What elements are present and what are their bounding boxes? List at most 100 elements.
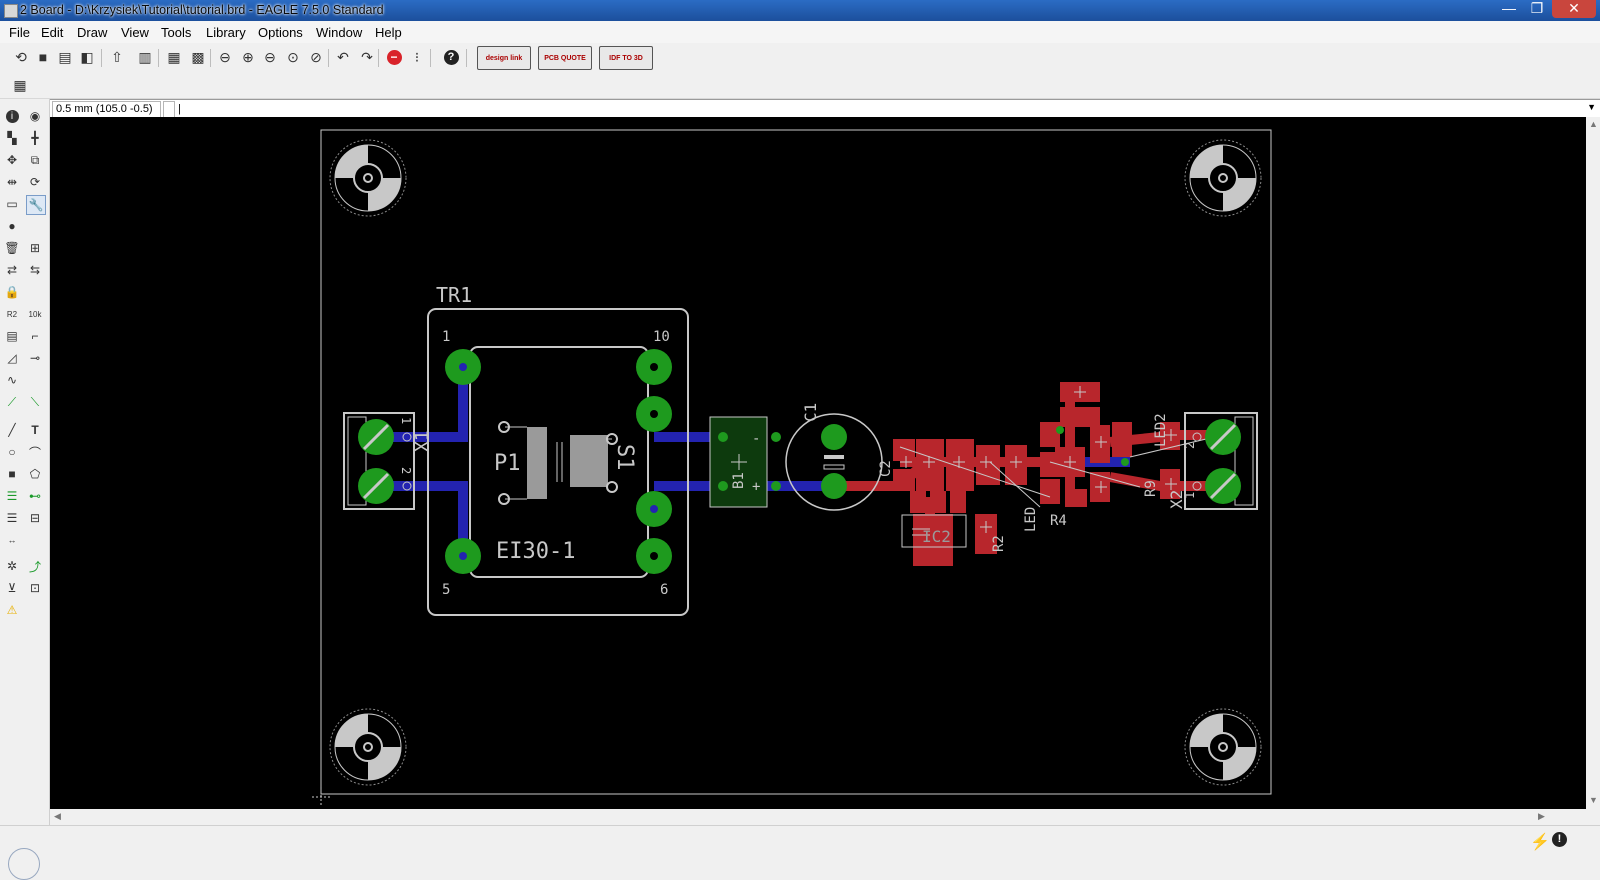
x1-outline [343, 412, 415, 510]
menu-file[interactable]: File [9, 25, 30, 40]
scroll-up-icon[interactable]: ▲ [1589, 119, 1598, 129]
idf-to-3d-button[interactable]: IDF TO 3D [599, 46, 653, 70]
help-icon[interactable]: ? [441, 47, 461, 67]
menu-edit[interactable]: Edit [41, 25, 64, 40]
stop-icon[interactable]: − [384, 47, 404, 67]
autorouter-icon[interactable]: ⤴ [28, 559, 41, 574]
go-icon[interactable]: ⁝ [414, 48, 420, 65]
text-icon[interactable]: T [31, 423, 39, 437]
group-icon[interactable]: ▭ [6, 197, 18, 211]
attribute-icon[interactable]: ⊟ [29, 511, 41, 525]
zoom-redraw-icon[interactable]: ⊘ [310, 48, 322, 65]
ripup-icon[interactable]: ⟍ [30, 394, 40, 409]
tr1-pin-1: 1 [442, 329, 450, 345]
x2-label: X2 [1167, 490, 1186, 509]
board-canvas[interactable]: TR1 EI30-1 P1 S1 1 10 5 6 [50, 117, 1586, 809]
move-icon[interactable]: ✥ [6, 153, 18, 167]
minimize-button[interactable]: — [1502, 0, 1516, 16]
menu-options[interactable]: Options [258, 25, 303, 40]
mark-icon[interactable]: ╋ [31, 131, 39, 145]
mirror-icon[interactable]: ⇹ [6, 175, 18, 189]
menu-library[interactable]: Library [206, 25, 246, 40]
hole-icon[interactable]: ☰ [6, 511, 18, 525]
route-icon[interactable]: ⟋ [7, 394, 17, 409]
miter-icon[interactable]: ⌐ [31, 329, 39, 343]
delete-icon[interactable]: 🗑 [4, 241, 20, 255]
close-button[interactable]: ✕ [1552, 0, 1596, 18]
display-icon[interactable]: ▩ [191, 48, 205, 65]
via-icon[interactable]: ☰ [6, 489, 18, 503]
errors-icon[interactable]: ⚠ [6, 603, 18, 617]
circle-icon[interactable]: ○ [8, 445, 16, 459]
x1-label: X1 [412, 430, 433, 452]
copy-icon[interactable]: ⧉ [30, 152, 40, 167]
arc-icon[interactable]: ⌒ [28, 445, 41, 460]
window-title: 2 Board - D:\Krzysiek\Tutorial\tutorial.… [20, 3, 384, 17]
signal-icon[interactable]: ⊷ [29, 489, 41, 503]
lightning-icon[interactable]: ⚡ [1530, 834, 1550, 851]
grid-icon[interactable]: ▦ [13, 76, 27, 93]
undo-icon[interactable]: ↶ [337, 48, 349, 65]
layer-visibility-icon[interactable]: ▦ [167, 48, 181, 65]
app-icon [4, 4, 18, 18]
tr1-pads [445, 349, 672, 574]
drc-icon[interactable]: ⊡ [29, 581, 41, 595]
menu-draw[interactable]: Draw [77, 25, 108, 40]
save-icon[interactable]: ■ [38, 49, 48, 65]
meander-icon[interactable]: ∿ [6, 373, 18, 387]
dimension-icon[interactable]: ↔ [7, 535, 17, 545]
pcb-quote-button[interactable]: PCB QUOTE [538, 46, 592, 70]
polygon-icon[interactable]: ⬠ [29, 467, 41, 481]
optimize-icon[interactable]: ⊸ [29, 351, 41, 365]
menu-view[interactable]: View [121, 25, 149, 40]
b1-minus: - [752, 431, 760, 447]
lock-icon[interactable]: 🔒 [4, 285, 20, 299]
command-dropdown-icon[interactable]: ▼ [1587, 102, 1596, 112]
print-icon[interactable]: ▤ [58, 48, 72, 65]
ratsnest-icon[interactable]: ✲ [6, 559, 18, 573]
zoom-in-icon[interactable]: ⊕ [242, 48, 254, 65]
erc-icon[interactable]: ⊻ [7, 581, 17, 595]
title-bar: 2 Board - D:\Krzysiek\Tutorial\tutorial.… [0, 0, 1600, 21]
replace-icon[interactable]: ⇄ [6, 263, 18, 277]
display-layers-icon[interactable]: ▚ [7, 131, 17, 145]
vertical-scrollbar[interactable]: ▲ ▼ [1586, 117, 1600, 809]
redo-icon[interactable]: ↷ [361, 48, 373, 65]
tr1-value: EI30-1 [496, 539, 575, 564]
command-input[interactable] [178, 101, 1578, 116]
smash-icon[interactable]: ▤ [6, 329, 18, 343]
status-stop-icon[interactable]: ! [1552, 832, 1567, 847]
show-icon[interactable]: ◉ [29, 109, 41, 123]
scroll-left-icon[interactable]: ◀ [54, 811, 61, 821]
r2-label: R2 [991, 535, 1007, 552]
paste-icon[interactable]: ● [8, 219, 16, 233]
maximize-button[interactable]: ❐ [1530, 0, 1544, 16]
command-history-box[interactable] [163, 101, 175, 118]
name-icon[interactable]: R2 [6, 309, 18, 319]
cam-icon[interactable]: ◧ [80, 48, 94, 65]
zoom-fit-icon[interactable]: ⊖ [219, 48, 231, 65]
menu-help[interactable]: Help [375, 25, 402, 40]
scroll-down-icon[interactable]: ▼ [1589, 795, 1598, 805]
scroll-right-icon[interactable]: ▶ [1538, 811, 1545, 821]
rect-icon[interactable]: ■ [8, 467, 16, 481]
pinswap-icon[interactable]: ⇆ [29, 263, 41, 277]
zoom-out-icon[interactable]: ⊖ [264, 48, 276, 65]
menu-tools[interactable]: Tools [161, 25, 192, 40]
menu-window[interactable]: Window [316, 25, 363, 40]
info-icon[interactable]: i [3, 107, 21, 125]
change-icon[interactable]: 🔧 [26, 195, 46, 215]
design-link-button[interactable]: design link [477, 46, 531, 70]
open-icon[interactable]: ⟲ [15, 48, 27, 65]
rotate-icon[interactable]: ⟳ [29, 175, 41, 189]
script-icon[interactable]: ⇧ [111, 48, 123, 65]
run-ulp-icon[interactable]: ▥ [138, 48, 152, 65]
horizontal-scrollbar[interactable]: ◀ ▶ [50, 809, 1600, 825]
zoom-select-icon[interactable]: ⊙ [287, 48, 299, 65]
add-icon[interactable]: ⊞ [29, 241, 41, 255]
wire-icon[interactable]: ╱ [8, 423, 16, 437]
tool-palette: i ◉ ▚ ╋ ✥ ⧉ ⇹ ⟳ ▭ 🔧 ● 🗑 ⊞ ⇄ ⇆ 🔒 R2 10k ▤… [0, 99, 50, 829]
board-outline [320, 129, 1272, 795]
value-icon[interactable]: 10k [28, 309, 42, 319]
split-icon[interactable]: ◿ [7, 351, 17, 365]
